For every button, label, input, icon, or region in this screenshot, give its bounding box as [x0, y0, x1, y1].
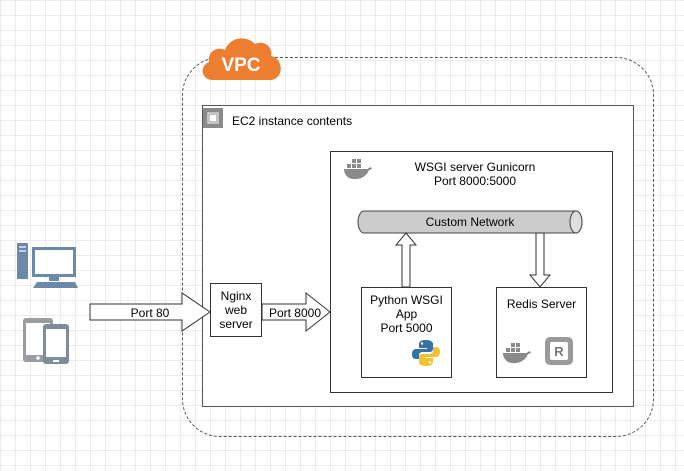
ec2-label: EC2 instance contents — [232, 114, 353, 128]
python-app-line3: Port 5000 — [380, 321, 433, 335]
gunicorn-title-line2: Port 8000:5000 — [433, 174, 517, 188]
vpc-cloud-icon — [202, 38, 281, 80]
svg-text:R: R — [554, 344, 564, 359]
mobile-devices-icon — [23, 318, 69, 364]
docker-icon — [344, 159, 372, 180]
arrow-port-8000 — [261, 291, 331, 333]
arrow-python-to-network — [394, 232, 418, 288]
nginx-line3: server — [219, 317, 253, 331]
arrow-port-80 — [89, 292, 211, 332]
redis-server-label: Redis Server — [506, 297, 577, 311]
vpc-boundary — [182, 57, 654, 437]
chip-icon — [203, 108, 223, 128]
nginx-line2: web — [224, 303, 247, 317]
arrow-network-to-redis — [528, 232, 552, 288]
vpc-label: VPC — [221, 55, 261, 76]
port-8000-label: Port 8000 — [268, 306, 322, 320]
python-app-line1: Python WSGI — [370, 293, 443, 307]
desktop-icon — [17, 243, 78, 288]
python-app-box — [361, 287, 452, 378]
docker-icon — [503, 343, 531, 364]
custom-network-pipe — [357, 210, 583, 234]
port-80-label: Port 80 — [130, 306, 170, 320]
gunicorn-title-line1: WSGI server Gunicorn — [414, 160, 536, 174]
nginx-box — [210, 283, 262, 337]
nginx-line1: Nginx — [220, 289, 252, 303]
python-icon — [412, 340, 440, 366]
custom-network-label: Custom Network — [425, 215, 515, 229]
redis-icon: R — [545, 337, 573, 365]
python-app-line2: App — [395, 307, 418, 321]
